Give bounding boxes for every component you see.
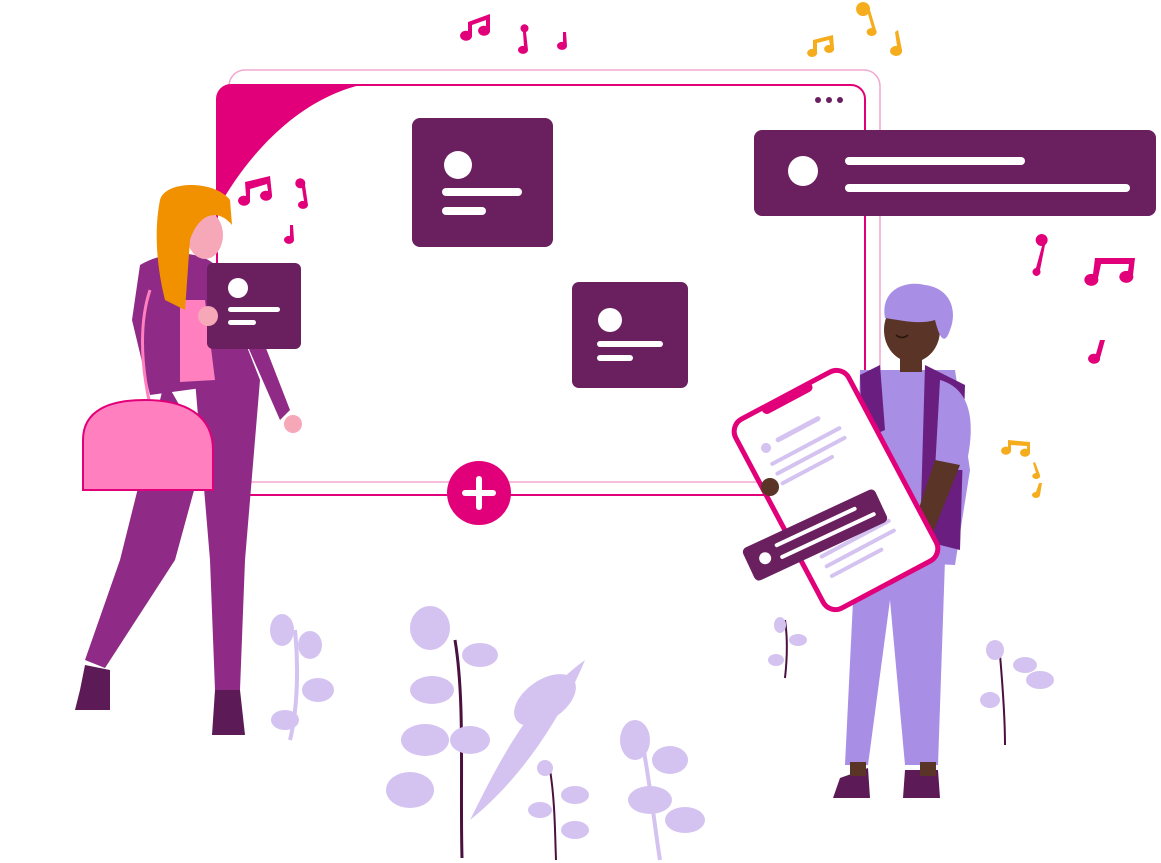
plus-icon (462, 476, 496, 510)
message-bubble[interactable] (741, 488, 889, 582)
woman-figure (75, 185, 302, 735)
avatar-placeholder-icon (444, 151, 472, 179)
plants-decoration (270, 606, 1054, 861)
phone-device[interactable] (728, 364, 942, 615)
music-note-icon (238, 14, 1135, 364)
more-dots-icon[interactable] (815, 97, 843, 103)
avatar-placeholder-icon (759, 552, 772, 565)
avatar-placeholder-icon (228, 278, 248, 298)
add-button[interactable] (447, 461, 511, 525)
avatar-placeholder-icon (598, 308, 622, 332)
window-accent-corner (217, 85, 360, 210)
music-note-icon (807, 2, 1042, 498)
profile-card-large[interactable] (412, 118, 553, 247)
handbag (82, 398, 214, 491)
avatar-placeholder-icon (788, 156, 818, 186)
woman-hand (198, 306, 218, 326)
profile-card-held[interactable] (207, 263, 301, 349)
profile-card-small[interactable] (572, 282, 688, 388)
man-hand (761, 478, 779, 496)
notification-banner[interactable] (754, 130, 1156, 216)
